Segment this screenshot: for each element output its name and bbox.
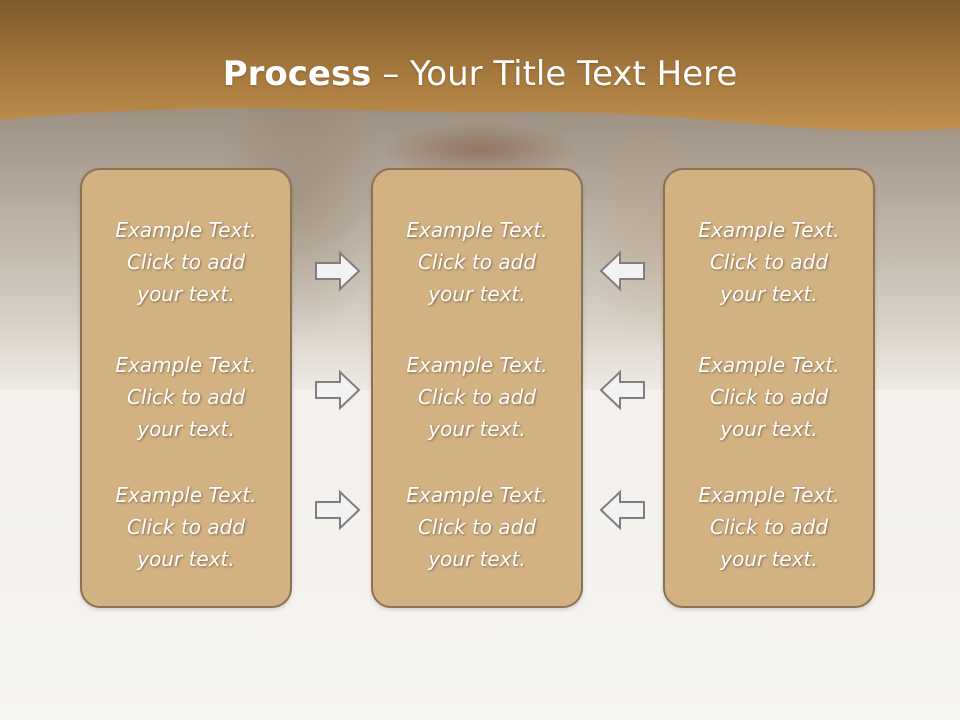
arrow-right-icon[interactable] [314,489,362,531]
text-block[interactable]: Example Text. Click to add your text. [82,214,290,310]
text-line: Click to add [709,250,829,274]
text-line: your text. [720,282,818,306]
header-band [0,0,960,131]
text-line: Example Text. [406,483,548,507]
text-line: Click to add [126,250,246,274]
arrow-right-icon[interactable] [314,369,362,411]
title-rest: – Your Title Text Here [371,54,738,94]
text-block[interactable]: Example Text. Click to add your text. [373,479,581,575]
text-line: Click to add [417,385,537,409]
center-text-box[interactable]: Example Text. Click to add your text. Ex… [371,168,583,608]
title-bold: Process [222,54,372,94]
text-line: Click to add [417,515,537,539]
text-line: your text. [428,547,526,571]
text-line: Example Text. [115,218,257,242]
text-line: Example Text. [406,353,548,377]
text-block[interactable]: Example Text. Click to add your text. [373,214,581,310]
arrow-right-icon[interactable] [314,250,362,292]
text-line: Click to add [417,250,537,274]
text-line: Click to add [126,385,246,409]
text-line: Example Text. [115,353,257,377]
text-line: Click to add [709,385,829,409]
text-line: your text. [137,417,235,441]
text-block[interactable]: Example Text. Click to add your text. [665,349,873,445]
text-block[interactable]: Example Text. Click to add your text. [82,349,290,445]
text-block[interactable]: Example Text. Click to add your text. [665,214,873,310]
arrow-left-icon[interactable] [598,369,646,411]
text-line: Example Text. [698,218,840,242]
slide-title[interactable]: Process – Your Title Text Here [0,52,960,96]
left-text-box[interactable]: Example Text. Click to add your text. Ex… [80,168,292,608]
text-line: your text. [720,417,818,441]
text-line: your text. [137,282,235,306]
text-line: Example Text. [406,218,548,242]
text-line: your text. [137,547,235,571]
arrow-left-icon[interactable] [598,250,646,292]
text-line: Example Text. [115,483,257,507]
text-line: Click to add [126,515,246,539]
right-text-box[interactable]: Example Text. Click to add your text. Ex… [663,168,875,608]
text-line: your text. [428,417,526,441]
arrow-left-icon[interactable] [598,489,646,531]
text-line: Example Text. [698,353,840,377]
text-line: your text. [720,547,818,571]
text-block[interactable]: Example Text. Click to add your text. [373,349,581,445]
text-block[interactable]: Example Text. Click to add your text. [82,479,290,575]
text-block[interactable]: Example Text. Click to add your text. [665,479,873,575]
text-line: Click to add [709,515,829,539]
text-line: your text. [428,282,526,306]
text-line: Example Text. [698,483,840,507]
